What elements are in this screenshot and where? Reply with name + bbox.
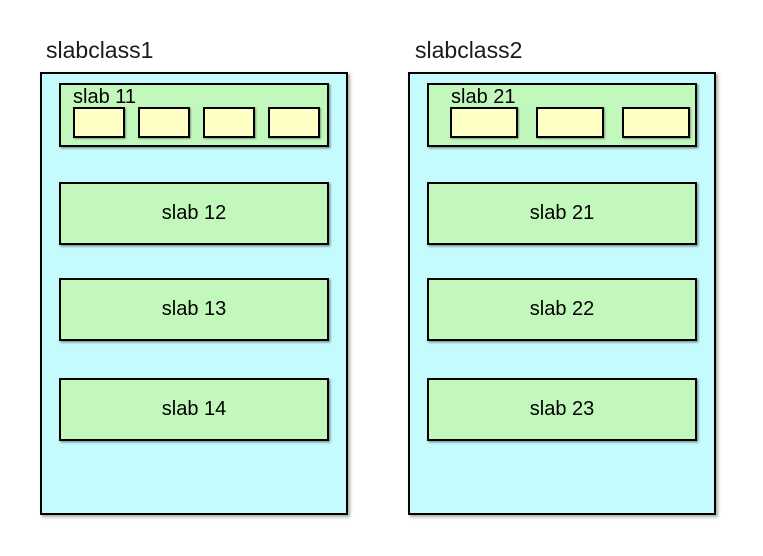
slabclass2-container: slab 21 slab 21 slab 22 slab 23 bbox=[408, 72, 716, 515]
slab-label: slab 11 bbox=[73, 86, 137, 108]
chunk-row bbox=[73, 107, 320, 138]
memory-chunk bbox=[536, 107, 604, 138]
memory-chunk bbox=[450, 107, 518, 138]
slab: slab 23 bbox=[427, 378, 697, 441]
slabclass1-container: slab 11 slab 12 slab 13 slab 14 bbox=[40, 72, 348, 515]
memory-chunk bbox=[203, 107, 255, 138]
slab-with-chunks: slab 21 bbox=[427, 83, 697, 147]
slabclass2-title: slabclass2 bbox=[415, 37, 523, 63]
slab: slab 13 bbox=[59, 278, 329, 341]
slab-with-chunks: slab 11 bbox=[59, 83, 329, 147]
slab: slab 12 bbox=[59, 182, 329, 245]
slab-label: slab 21 bbox=[451, 86, 516, 108]
memory-chunk bbox=[138, 107, 190, 138]
memory-chunk bbox=[73, 107, 125, 138]
memory-chunk bbox=[622, 107, 690, 138]
slab: slab 14 bbox=[59, 378, 329, 441]
slab: slab 21 bbox=[427, 182, 697, 245]
slab: slab 22 bbox=[427, 278, 697, 341]
chunk-row bbox=[450, 107, 690, 138]
memory-chunk bbox=[268, 107, 320, 138]
slabclass1-title: slabclass1 bbox=[46, 37, 154, 63]
